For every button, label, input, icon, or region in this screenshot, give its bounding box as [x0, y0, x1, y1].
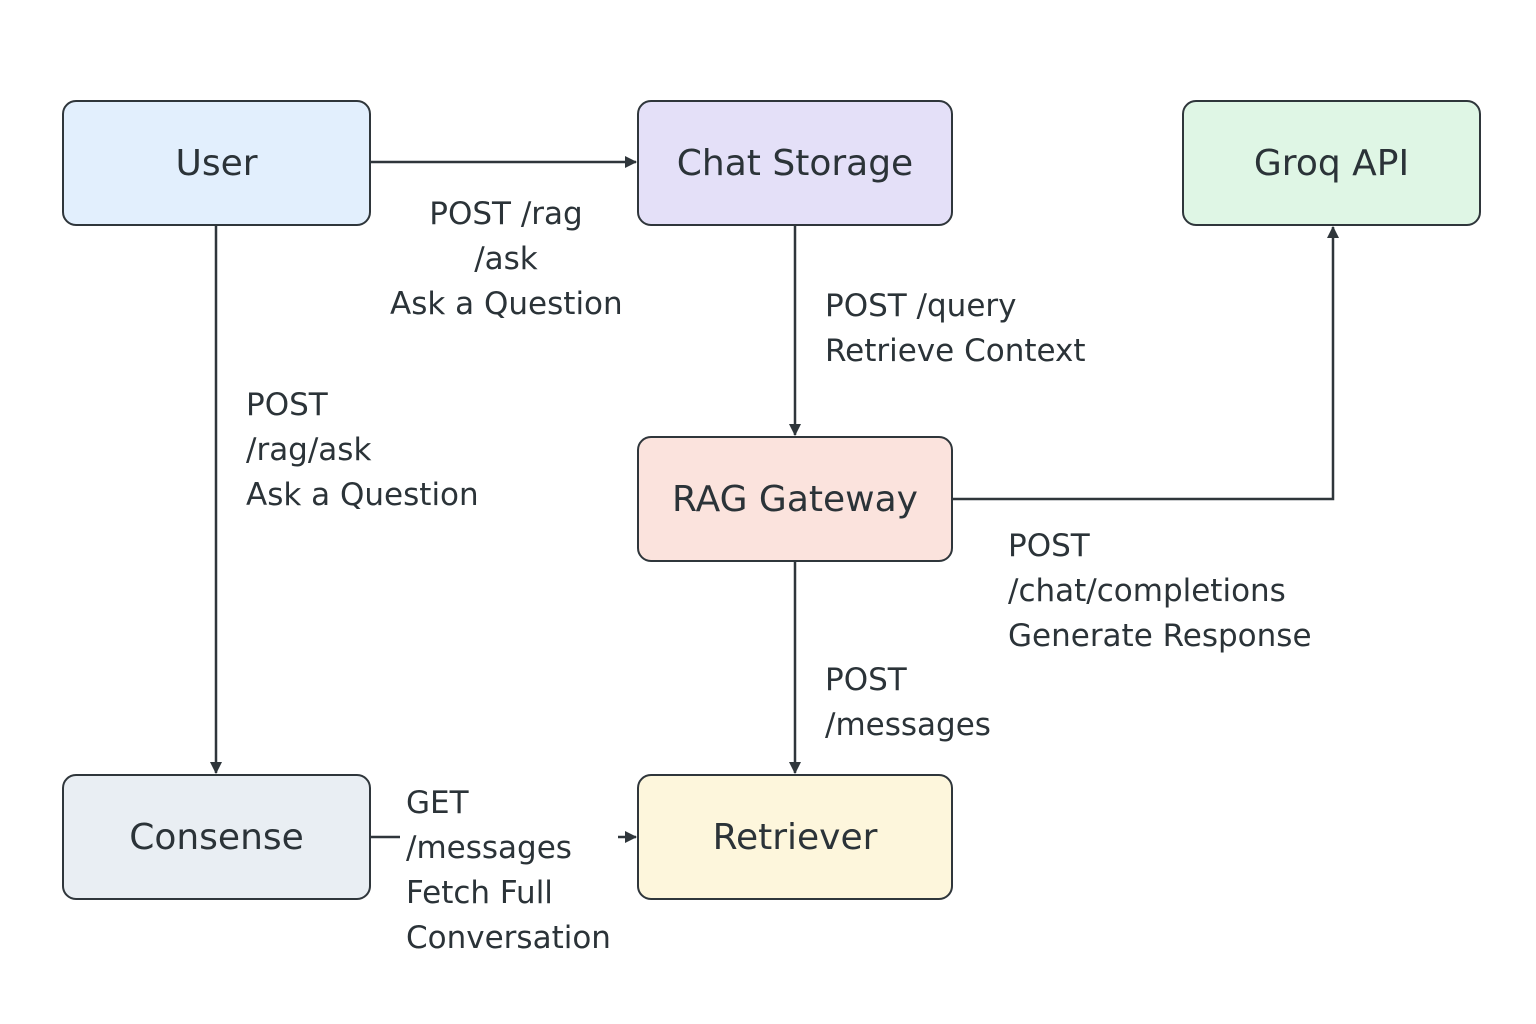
edge-method: POST /rag [429, 196, 583, 232]
edge-path: /messages [825, 707, 991, 743]
edge-method: POST [1008, 528, 1090, 564]
edge-label-user-to-consense: POST /rag/ask Ask a Question [246, 383, 479, 518]
edge-label-chat-storage-to-rag-gateway: POST /query Retrieve Context [825, 284, 1086, 374]
user-node: User [62, 100, 371, 226]
edge-path: /messages [406, 830, 572, 866]
chat-storage-node: Chat Storage [637, 100, 953, 226]
edge-method: POST [246, 387, 328, 423]
retriever-node: Retriever [637, 774, 953, 900]
groq-api-node: Groq API [1182, 100, 1481, 226]
edge-path: /ask [474, 241, 538, 277]
edge-label-rag-gateway-to-retriever: POST /messages [825, 658, 991, 748]
edge-description: Conversation [406, 920, 611, 956]
rag-gateway-node: RAG Gateway [637, 436, 953, 562]
edge-description: Ask a Question [390, 286, 623, 322]
edge-method: POST [825, 662, 907, 698]
edge-description: Ask a Question [246, 477, 479, 513]
edge-method: POST /query [825, 288, 1017, 324]
edge-path: /rag/ask [246, 432, 372, 468]
consense-node: Consense [62, 774, 371, 900]
edge-method: GET [406, 785, 469, 821]
edge-description: Generate Response [1008, 618, 1312, 654]
edge-description: Fetch Full [406, 875, 553, 911]
edge-label-rag-gateway-to-groq-api: POST /chat/completions Generate Response [1008, 524, 1312, 659]
edge-label-user-to-chat-storage: POST /rag /ask Ask a Question [390, 192, 623, 327]
edge-path: /chat/completions [1008, 573, 1286, 609]
edge-rag-gateway-to-groq-api [953, 226, 1339, 501]
edge-description: Retrieve Context [825, 333, 1086, 369]
edge-label-consense-to-retriever: GET /messages Fetch Full Conversation [406, 781, 611, 961]
